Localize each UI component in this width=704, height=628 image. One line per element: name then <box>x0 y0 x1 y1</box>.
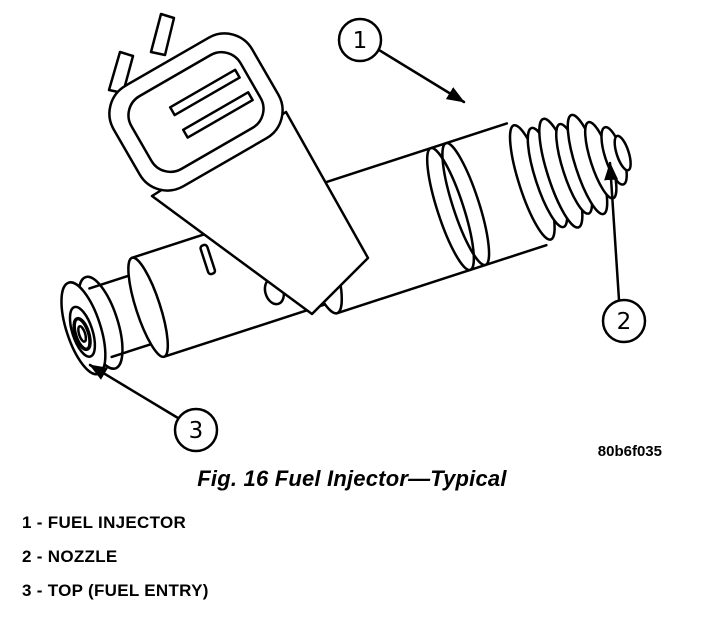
body-slot-detail <box>199 243 217 276</box>
callout-2-circle <box>601 298 647 344</box>
legend-item-fuel-injector: 1 - FUEL INJECTOR <box>22 513 187 532</box>
connector-prong-right <box>149 12 176 57</box>
legend-item-top-fuel-entry: 3 - TOP (FUEL ENTRY) <box>22 581 209 600</box>
drawing-code: 80b6f035 <box>598 443 662 460</box>
callout-2-arrow <box>604 161 621 302</box>
callout-1-number: 1 <box>353 28 368 54</box>
callout-1-arrow <box>377 48 466 104</box>
callout-2-number: 2 <box>617 309 632 335</box>
nozzle-rings <box>508 113 632 241</box>
callout-2: 2 <box>601 161 647 344</box>
connector-prongs <box>107 12 176 95</box>
connector-inner-wall <box>127 50 265 174</box>
main-body-outline <box>296 122 548 315</box>
callout-3-circle <box>173 407 219 453</box>
callout-1-circle <box>337 17 383 63</box>
callout-1: 1 <box>337 17 466 104</box>
connector-terminal-1 <box>168 68 241 117</box>
callout-3: 3 <box>88 363 219 453</box>
connector-terminal-2 <box>181 91 254 139</box>
callout-3-number: 3 <box>189 418 204 444</box>
figure-legend: 1 - FUEL INJECTOR 2 - NOZZLE 3 - TOP (FU… <box>22 506 704 608</box>
callout-3-arrow <box>88 363 180 420</box>
fuel-injector-diagram: 1 2 3 80b6f035 <box>60 12 662 460</box>
fuel-entry-hole <box>77 325 88 343</box>
legend-item-nozzle: 2 - NOZZLE <box>22 547 118 566</box>
figure-caption: Fig. 16 Fuel Injector—Typical <box>197 466 507 491</box>
main-body-seam-2 <box>441 141 491 267</box>
connector-shell <box>108 32 284 192</box>
electrical-connector <box>108 32 284 192</box>
